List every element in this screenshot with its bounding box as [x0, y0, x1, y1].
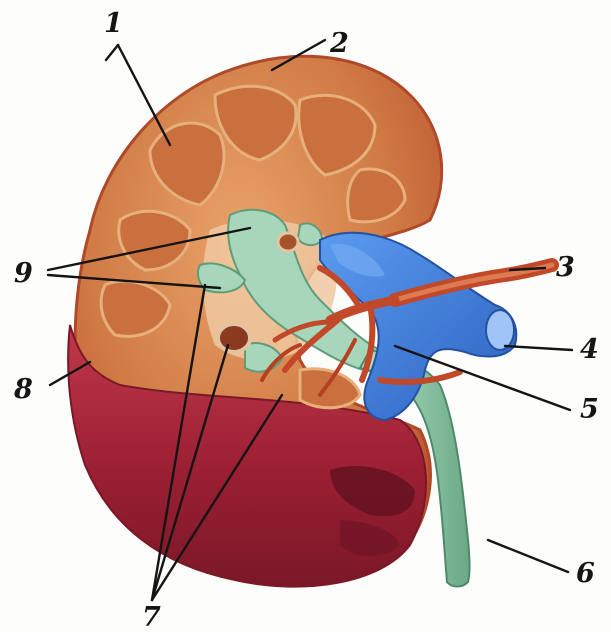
label-7: 7	[142, 602, 161, 632]
label-1: 1	[104, 8, 123, 39]
label-2: 2	[329, 28, 349, 59]
label-8: 8	[13, 374, 33, 405]
label-4: 4	[580, 334, 599, 365]
label-5: 5	[580, 394, 599, 425]
label-6: 6	[576, 558, 595, 589]
label-9: 9	[14, 258, 33, 289]
vessel-opening-2	[278, 233, 298, 251]
vein-cut-end	[486, 310, 514, 350]
vessel-opening	[218, 324, 250, 352]
label-3: 3	[556, 252, 575, 283]
